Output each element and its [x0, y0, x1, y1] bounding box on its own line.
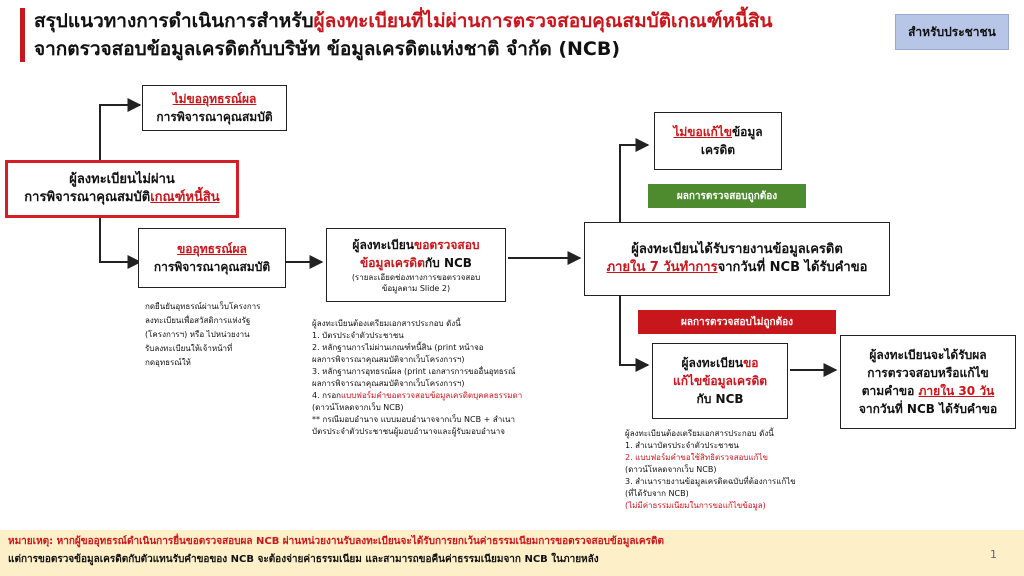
note-correct-item: (ดาวน์โหลดจากเว็บ NCB) [625, 465, 717, 474]
note-check-intro: ผู้ลงทะเบียนต้องเตรียมเอกสารประกอบ ดังนี… [312, 319, 461, 328]
box-request-check-l2-a: ข้อมูลเครดิต [360, 256, 425, 270]
box-no-appeal-text: การพิจารณาคุณสมบัติ [156, 110, 273, 124]
note-check-item: บัตรประจำตัวประชาชนผู้มอบอำนาจและผู้รับม… [312, 427, 505, 436]
footer-note-panel [0, 530, 1024, 576]
box-receive-report-line2-b: จากวันที่ NCB ได้รับคำขอ [717, 260, 868, 275]
box-request-correct-l1: ผู้ลงทะเบียนขอ [682, 354, 759, 372]
footer-line1: หมายเหตุ: หากผู้ขออุทธรณ์ดำเนินการยื่นขอ… [8, 534, 664, 549]
audience-badge: สำหรับประชาชน [895, 14, 1009, 50]
box-result-line1: ผู้ลงทะเบียนจะได้รับผล [869, 348, 987, 362]
note-check-item: (ดาวน์โหลดจากเว็บ NCB) [312, 403, 404, 412]
box-failed-line1: ผู้ลงทะเบียนไม่ผ่าน [69, 172, 175, 187]
box-request-correct-l3: กับ NCB [696, 392, 744, 406]
box-no-correct: ไม่ขอแก้ไขข้อมูล เครดิต [654, 112, 782, 170]
note-correct-item: 1. สำเนาบัตรประจำตัวประชาชน [625, 441, 739, 450]
box-request-correct-l1-a: ผู้ลงทะเบียน [681, 356, 744, 370]
box-appeal: ขออุทธรณ์ผล การพิจารณาคุณสมบัติ [138, 228, 286, 288]
note-correct-docs: ผู้ลงทะเบียนต้องเตรียมเอกสารประกอบ ดังนี… [625, 428, 796, 512]
box-no-appeal: ไม่ขออุทธรณ์ผล การพิจารณาคุณสมบัติ [142, 85, 287, 131]
connector-failed-appeal [99, 218, 142, 269]
title-part: สรุปแนวทางการดำเนินการสำหรับ [34, 10, 314, 32]
note-check-item: ผลการพิจารณาคุณสมบัติจากเว็บโครงการฯ) [312, 379, 465, 388]
box-request-correct-l1-b: ขอ [743, 356, 759, 370]
note-check-item: 3. หลักฐานการอุทธรณ์ผล (print เอกสารการข… [312, 367, 516, 376]
note-check-docs: ผู้ลงทะเบียนต้องเตรียมเอกสารประกอบ ดังนี… [312, 318, 522, 438]
banner-incorrect: ผลการตรวจสอบไม่ถูกต้อง [638, 310, 836, 334]
box-appeal-red: ขออุทธรณ์ผล [177, 242, 247, 256]
box-request-correct-l2: แก้ไขข้อมูลเครดิต [672, 374, 768, 388]
box-no-correct-text1: ข้อมูล [731, 125, 763, 139]
note-check-item: ** กรณีมอบอำนาจ แบบมอบอำนาจจากเว็บ NCB +… [312, 415, 515, 424]
box-receive-report-line2-a: ภายใน 7 วันทำการ [606, 260, 718, 275]
box-result-line4: จากวันที่ NCB ได้รับคำขอ [858, 402, 998, 416]
note-appeal: กดยืนยันอุทธรณ์ผ่านเว็บโครงการ ลงทะเบียน… [145, 300, 260, 370]
box-request-check-l1-a: ผู้ลงทะเบียน [352, 238, 414, 252]
note-check-item-4-a: 4. กรอก [312, 391, 341, 400]
box-receive-report: ผู้ลงทะเบียนได้รับรายงานข้อมูลเครดิต ภาย… [584, 222, 890, 296]
box-no-appeal-red: ไม่ขออุทธรณ์ผล [172, 92, 257, 106]
note-check-item: 1. บัตรประจำตัวประชาชน [312, 331, 404, 340]
note-correct-item: (ไม่มีค่าธรรมเนียมในการขอแก้ไขข้อมูล) [625, 501, 766, 510]
note-check-item: 2. หลักฐานการไม่ผ่านเกณฑ์หนี้สิน (print … [312, 343, 484, 352]
box-no-correct-red: ไม่ขอแก้ไข [673, 125, 732, 139]
box-request-check-sub2: ข้อมูลตาม Slide 2) [381, 284, 451, 293]
box-result: ผู้ลงทะเบียนจะได้รับผล การตรวจสอบหรือแก้… [840, 335, 1016, 429]
note-correct-item: 3. สำเนารายงานข้อมูลเครดิตฉบับที่ต้องการ… [625, 477, 796, 486]
box-failed-line2-b: เกณฑ์หนี้สิน [150, 190, 220, 205]
box-result-line3-a: ตามคำขอ [861, 384, 919, 398]
box-failed: ผู้ลงทะเบียนไม่ผ่าน การพิจารณาคุณสมบัติเ… [5, 160, 239, 218]
box-result-line3: ตามคำขอ ภายใน 30 วัน [862, 382, 995, 400]
note-appeal-line: ลงทะเบียนเพื่อสวัสดิการแห่งรัฐ [145, 316, 251, 325]
connector-report-no-correct [619, 138, 650, 222]
box-result-line3-b: ภายใน 30 วัน [918, 384, 995, 398]
box-no-correct-text2: เครดิต [700, 143, 736, 157]
note-appeal-line: (โครงการฯ) หรือ ไปหน่วยงาน [145, 330, 250, 339]
note-correct-item: (ที่ได้รับจาก NCB) [625, 489, 689, 498]
box-receive-report-line2: ภายใน 7 วันทำการจากวันที่ NCB ได้รับคำขอ [607, 259, 868, 277]
box-appeal-text: การพิจารณาคุณสมบัติ [153, 260, 271, 274]
box-failed-line2: การพิจารณาคุณสมบัติเกณฑ์หนี้สิน [24, 189, 219, 207]
title-accent-bar [20, 8, 25, 62]
box-receive-report-line1: ผู้ลงทะเบียนได้รับรายงานข้อมูลเครดิต [631, 242, 843, 257]
note-correct-intro: ผู้ลงทะเบียนต้องเตรียมเอกสารประกอบ ดังนี… [625, 429, 774, 438]
note-correct-item: 2. แบบฟอร์มคำขอใช้สิทธิตรวจสอบแก้ไข [625, 453, 768, 462]
box-request-check-l2: ข้อมูลเครดิตกับ NCB [360, 254, 472, 272]
box-result-line2: การตรวจสอบหรือแก้ไข [867, 366, 989, 380]
page-title-line2: จากตรวจสอบข้อมูลเครดิตกับบริษัท ข้อมูลเค… [34, 38, 621, 60]
box-failed-line2-a: การพิจารณาคุณสมบัติ [24, 190, 151, 205]
note-appeal-line: กดยืนยันอุทธรณ์ผ่านเว็บโครงการ [145, 302, 261, 311]
footer-line2: แต่การขอตรวจข้อมูลเครดิตกับตัวแทนรับคำขอ… [8, 554, 599, 565]
page-title-line1: สรุปแนวทางการดำเนินการสำหรับผู้ลงทะเบียน… [34, 8, 773, 34]
connector-failed-no-appeal [99, 98, 142, 160]
box-request-check-l2-b: กับ NCB [424, 256, 472, 270]
footer-line1-text: หมายเหตุ: หากผู้ขออุทธรณ์ดำเนินการยื่นขอ… [8, 536, 664, 547]
connector-report-request-correct [619, 296, 650, 372]
box-request-check-sub1: (รายละเอียดช่องทางการขอตรวจสอบ [351, 273, 481, 282]
note-check-item-4: 4. กรอกแบบฟอร์มคำขอตรวจสอบข้อมูลเครดิตบุ… [312, 390, 522, 402]
note-check-item: ผลการพิจารณาคุณสมบัติจากเว็บโครงการฯ) [312, 355, 465, 364]
note-appeal-line: รับลงทะเบียนให้เจ้าหน้าที่ [145, 344, 233, 353]
box-request-check-l1-b: ขอตรวจสอบ [413, 238, 480, 252]
title-highlight: ผู้ลงทะเบียนที่ไม่ผ่านการตรวจสอบคุณสมบัต… [313, 10, 773, 32]
note-check-item-4-b: แบบฟอร์มคำขอตรวจสอบข้อมูลเครดิตบุคคลธรรม… [340, 391, 523, 400]
box-request-correct: ผู้ลงทะเบียนขอ แก้ไขข้อมูลเครดิต กับ NCB [652, 343, 788, 419]
page-number: 1 [990, 548, 997, 561]
box-request-check: ผู้ลงทะเบียนขอตรวจสอบ ข้อมูลเครดิตกับ NC… [326, 228, 506, 302]
banner-correct: ผลการตรวจสอบถูกต้อง [648, 184, 806, 208]
box-request-check-l1: ผู้ลงทะเบียนขอตรวจสอบ [352, 236, 479, 254]
note-appeal-line: กดอุทธรณ์ให้ [145, 358, 191, 367]
box-no-correct-l1: ไม่ขอแก้ไขข้อมูล [673, 123, 762, 141]
